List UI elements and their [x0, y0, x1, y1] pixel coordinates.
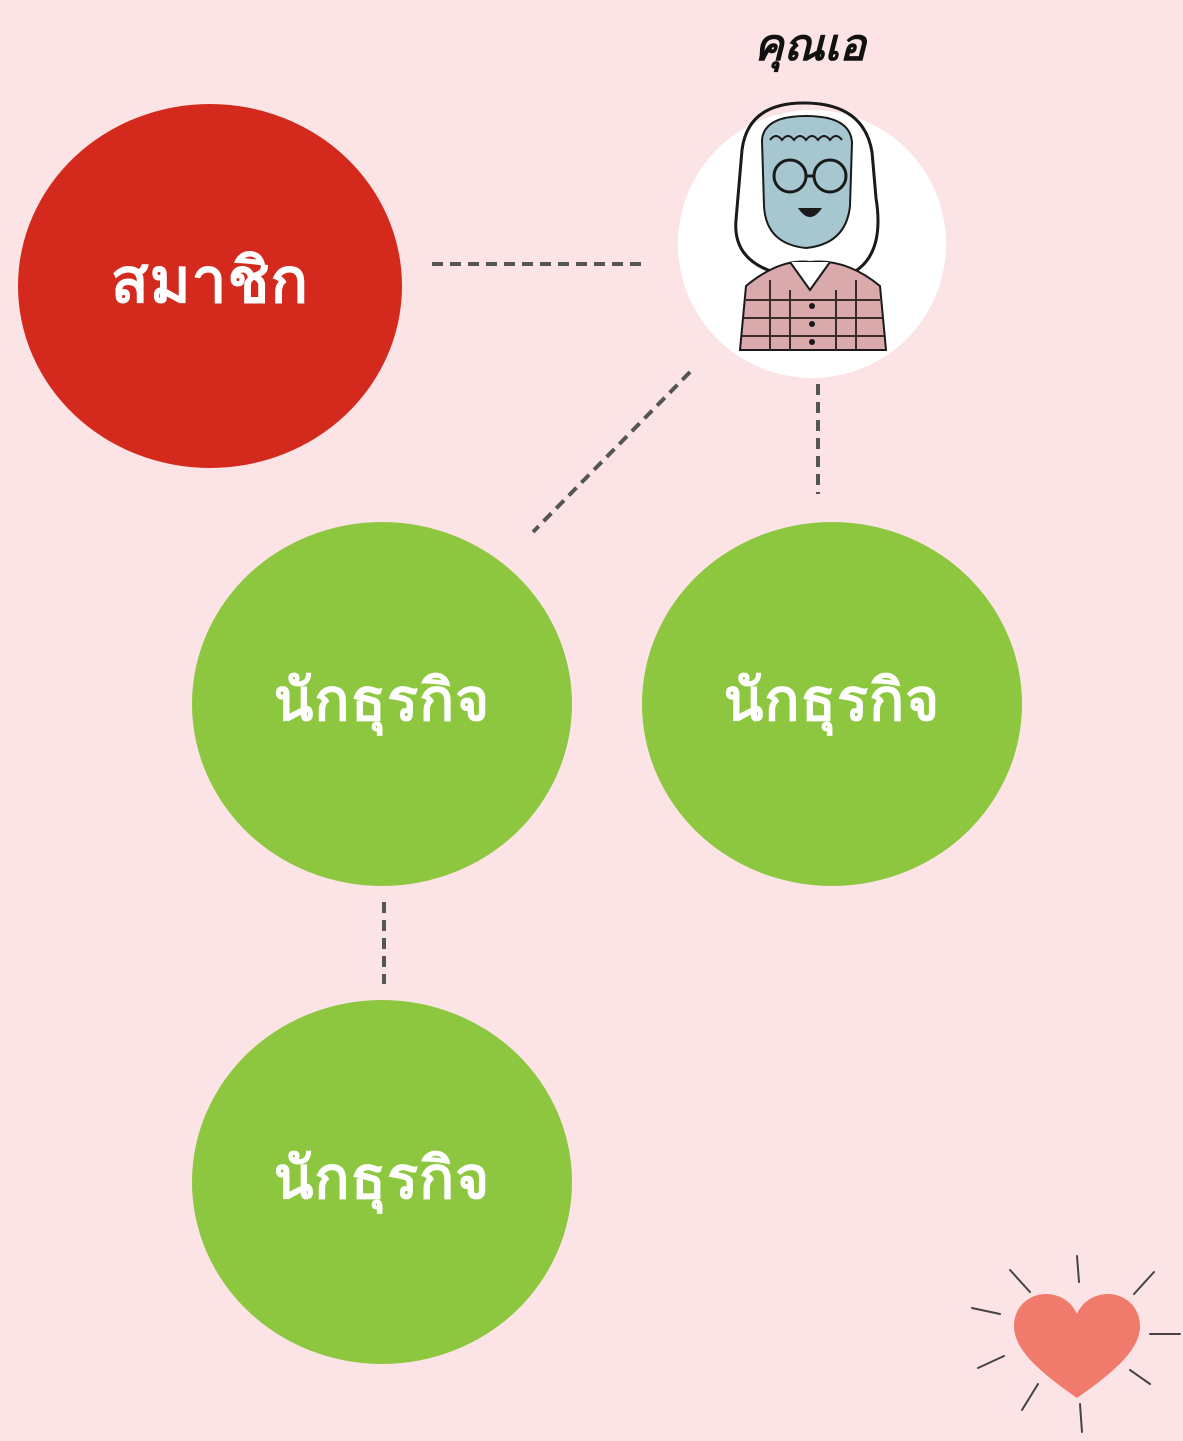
shining-heart-icon — [971, 1255, 1181, 1433]
connector-person-business-1 — [531, 370, 692, 534]
business-node-1: นักธุรกิจ — [192, 522, 572, 886]
person-name: คุณเอ — [754, 20, 866, 71]
member-node: สมาชิก — [18, 104, 402, 468]
member-label: สมาชิก — [110, 244, 310, 317]
business-label-3: นักธุรกิจ — [273, 1143, 491, 1212]
woman-with-glasses-icon — [678, 101, 946, 378]
business-node-2: นักธุรกิจ — [642, 522, 1022, 886]
business-label-2: นักธุรกิจ — [723, 665, 941, 734]
business-node-3: นักธุรกิจ — [192, 1000, 572, 1364]
business-label-1: นักธุรกิจ — [273, 665, 491, 734]
